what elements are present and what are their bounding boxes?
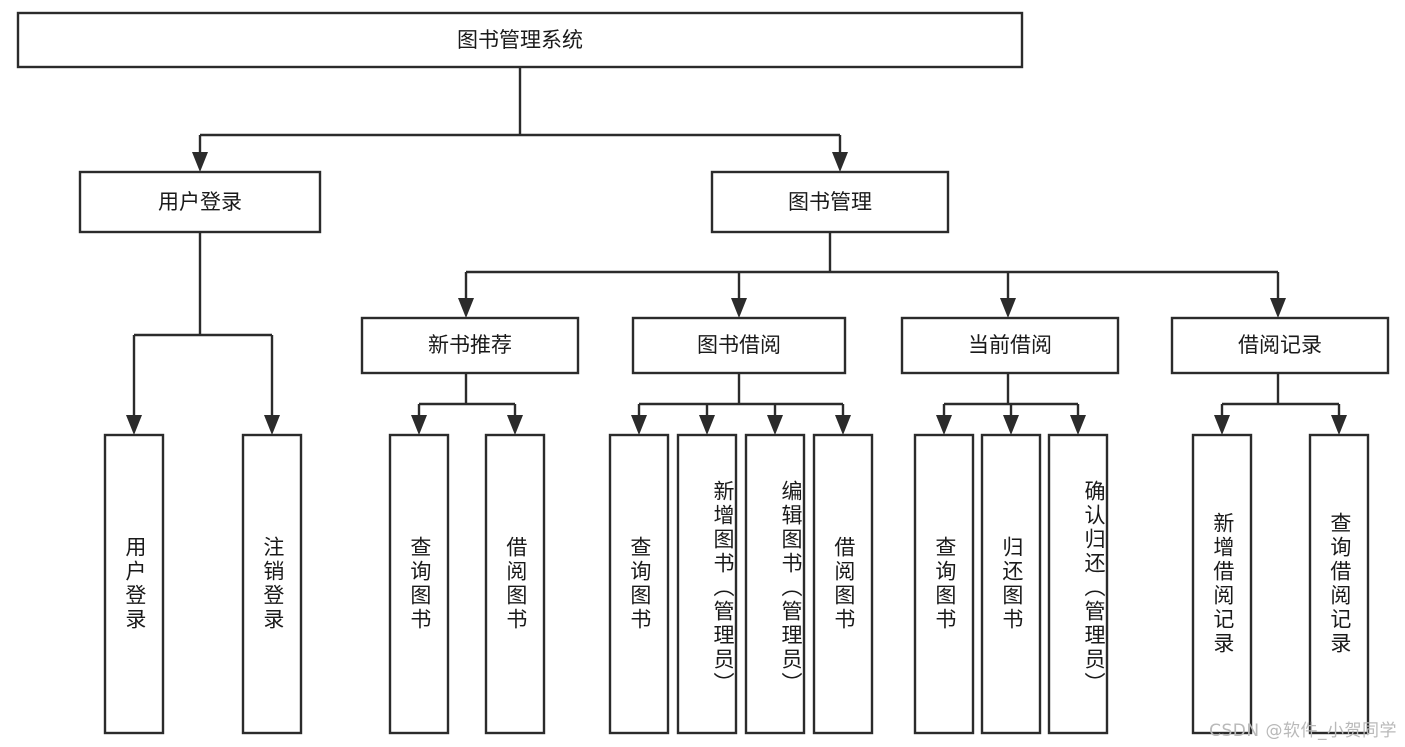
node-book-borrow-label: 图书借阅 — [697, 333, 781, 357]
leaf-box-add-record[interactable] — [1191, 433, 1253, 735]
node-borrow-record[interactable]: 借阅记录 — [1170, 316, 1390, 375]
node-root[interactable]: 图书管理系统 — [16, 11, 1024, 69]
arrow-head-icon — [936, 415, 952, 435]
leaf-box-confirm-return[interactable] — [1047, 433, 1109, 735]
connector-userlogin-to-leaves — [126, 232, 280, 435]
node-current-borrow-box[interactable] — [900, 316, 1120, 375]
arrow-head-icon — [832, 152, 848, 172]
arrow-head-icon — [126, 415, 142, 435]
node-book-manage-box[interactable] — [710, 170, 950, 234]
connector-root-to-level1 — [192, 67, 848, 172]
csdn-watermark: CSDN @软件_小贺同学 — [1209, 721, 1397, 741]
arrow-head-icon — [1070, 415, 1086, 435]
node-root-label: 图书管理系统 — [457, 28, 583, 52]
node-current-borrow-label: 当前借阅 — [968, 333, 1052, 357]
node-book-borrow-box[interactable] — [631, 316, 847, 375]
node-root-box[interactable] — [16, 11, 1024, 69]
connector-borrowrecord-to-leaves — [1214, 373, 1347, 435]
leaf-box-user-login[interactable] — [103, 433, 165, 735]
arrow-head-icon — [507, 415, 523, 435]
leaf-box-query-book-1[interactable] — [388, 433, 450, 735]
node-user-login[interactable]: 用户登录 — [78, 170, 322, 234]
connector-newbook-to-leaves — [411, 373, 523, 435]
arrow-head-icon — [458, 298, 474, 318]
arrow-head-icon — [631, 415, 647, 435]
arrow-head-icon — [1000, 298, 1016, 318]
arrow-head-icon — [1003, 415, 1019, 435]
leaf-box-borrow-book-2[interactable] — [812, 433, 874, 735]
connector-currentborrow-to-leaves — [936, 373, 1086, 435]
leaf-boxes — [103, 433, 1370, 735]
arrow-head-icon — [767, 415, 783, 435]
node-book-manage[interactable]: 图书管理 — [710, 170, 950, 234]
arrow-head-icon — [411, 415, 427, 435]
node-borrow-record-label: 借阅记录 — [1238, 333, 1322, 357]
node-new-book-recommend[interactable]: 新书推荐 — [360, 316, 580, 375]
arrow-head-icon — [731, 298, 747, 318]
leaf-box-query-book-3[interactable] — [913, 433, 975, 735]
node-new-book-recommend-label: 新书推荐 — [428, 333, 512, 357]
arrow-head-icon — [1214, 415, 1230, 435]
arrow-head-icon — [192, 152, 208, 172]
node-borrow-record-box[interactable] — [1170, 316, 1390, 375]
node-book-manage-label: 图书管理 — [788, 190, 872, 214]
arrow-head-icon — [264, 415, 280, 435]
leaf-box-logout-login[interactable] — [241, 433, 303, 735]
node-book-borrow[interactable]: 图书借阅 — [631, 316, 847, 375]
connector-bookmanage-to-level2 — [458, 232, 1286, 318]
leaf-box-add-book[interactable] — [676, 433, 738, 735]
arrow-head-icon — [699, 415, 715, 435]
arrow-head-icon — [1331, 415, 1347, 435]
leaf-box-edit-book[interactable] — [744, 433, 806, 735]
node-user-login-label: 用户登录 — [158, 190, 242, 214]
node-user-login-box[interactable] — [78, 170, 322, 234]
leaf-box-return-book[interactable] — [980, 433, 1042, 735]
connector-bookborrow-to-leaves — [631, 373, 851, 435]
leaf-box-query-book-2[interactable] — [608, 433, 670, 735]
node-current-borrow[interactable]: 当前借阅 — [900, 316, 1120, 375]
arrow-head-icon — [835, 415, 851, 435]
leaf-box-borrow-book-1[interactable] — [484, 433, 546, 735]
arrow-head-icon — [1270, 298, 1286, 318]
leaf-box-query-record[interactable] — [1308, 433, 1370, 735]
node-new-book-recommend-box[interactable] — [360, 316, 580, 375]
